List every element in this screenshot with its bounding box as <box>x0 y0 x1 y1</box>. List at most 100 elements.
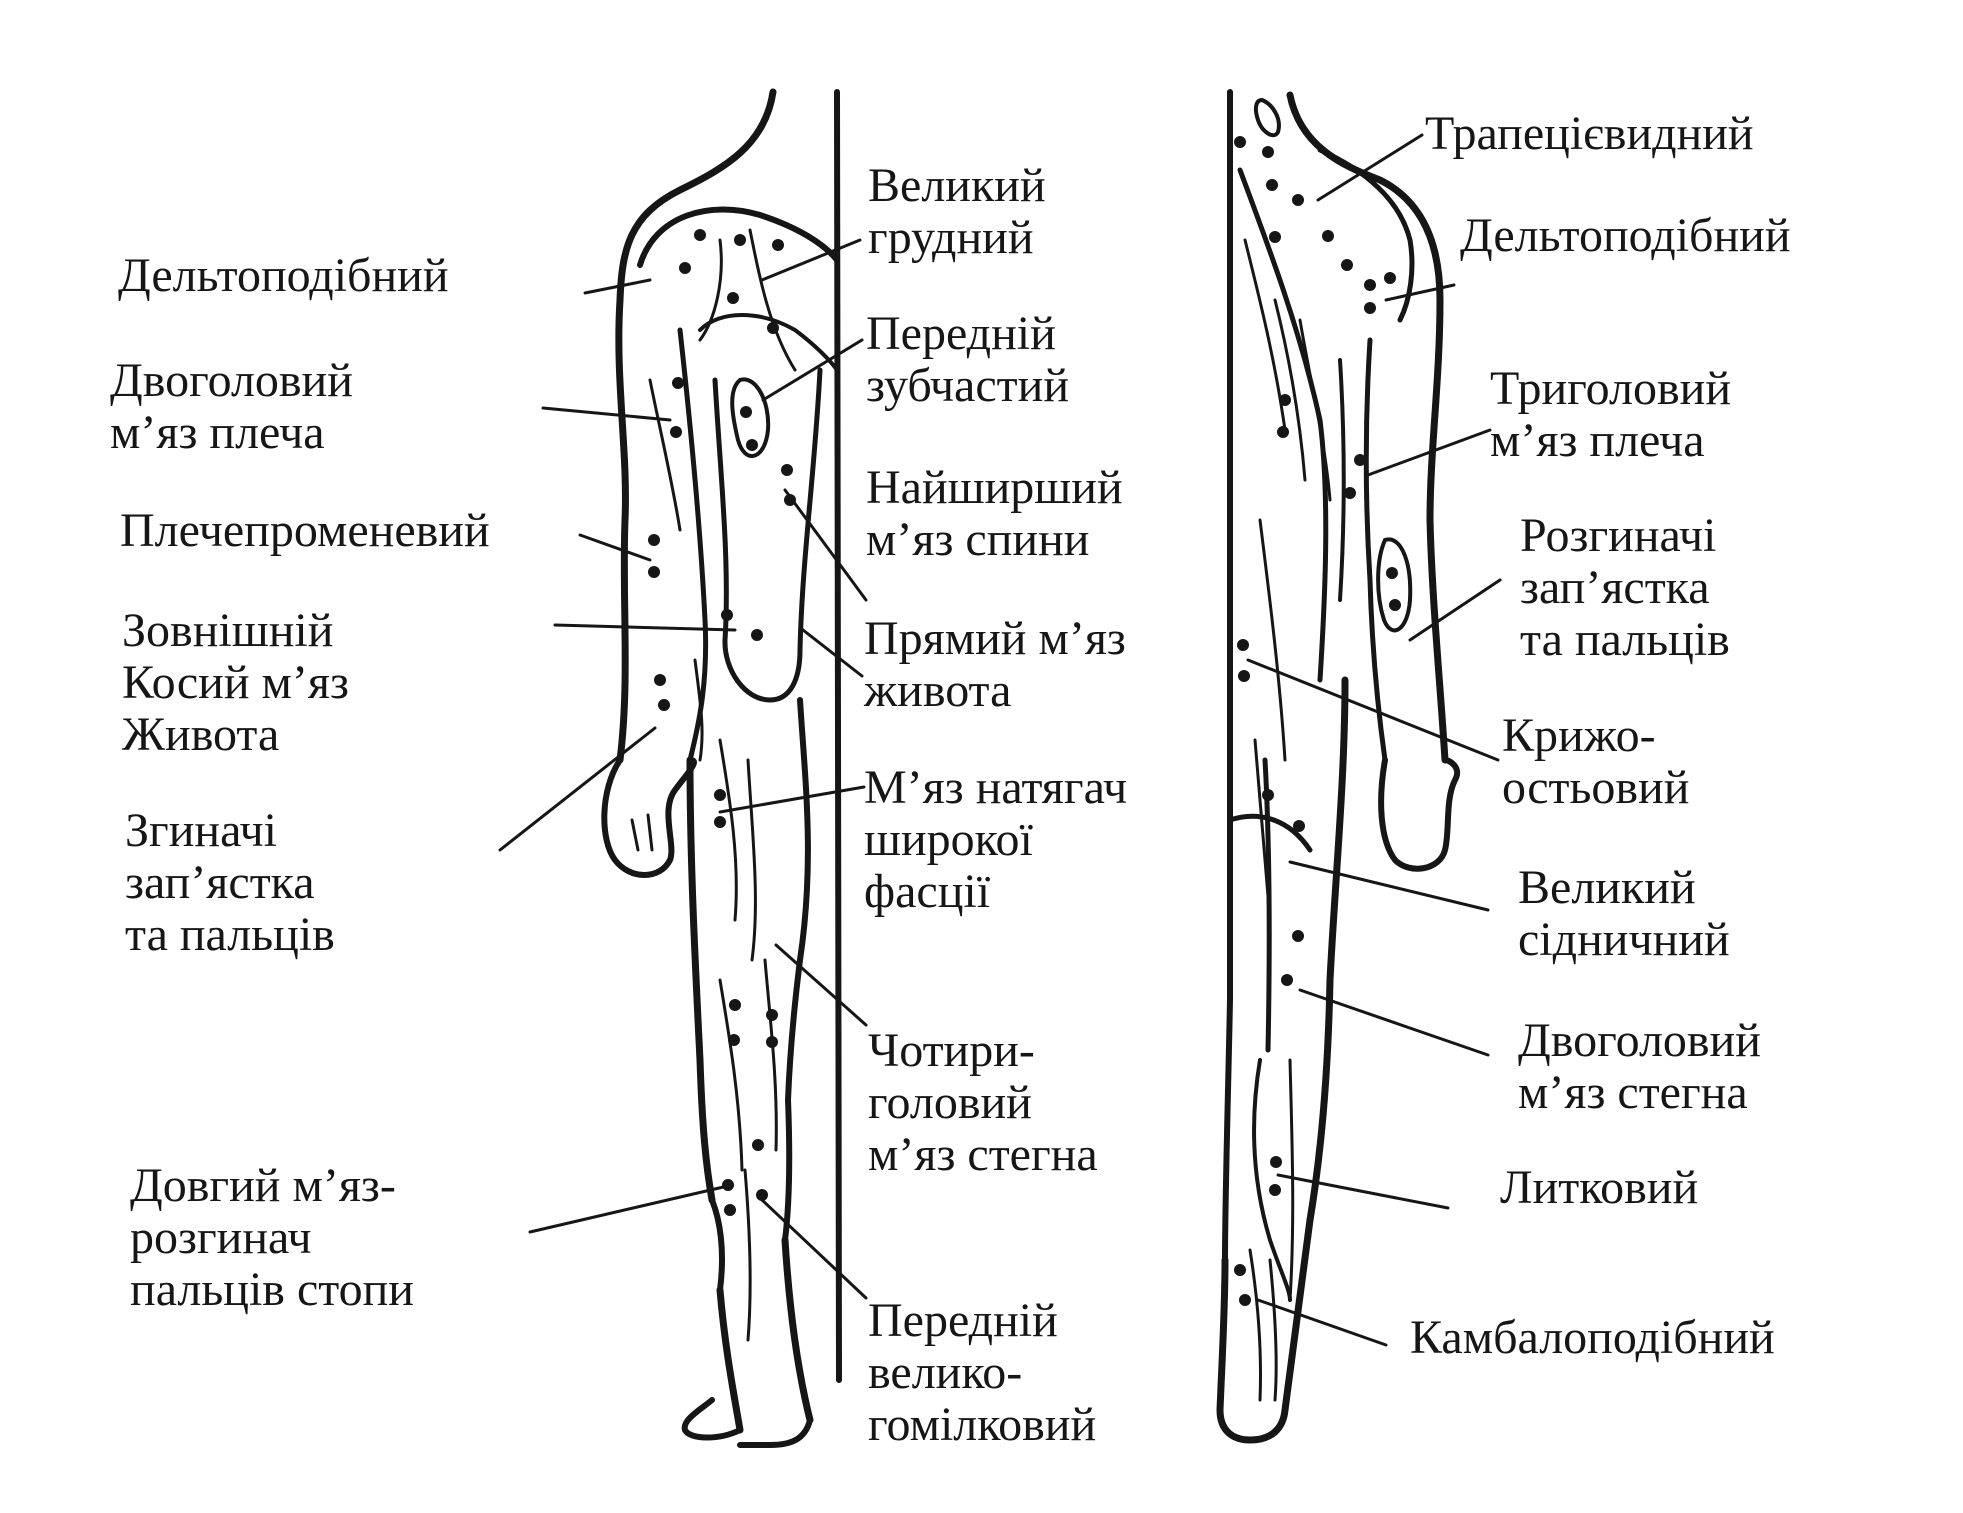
label-gluteus-maximus: Великий сідничний <box>1518 862 1730 966</box>
label-line: Розгиначі <box>1520 509 1717 562</box>
back-inner-arm-outline <box>1363 337 1388 763</box>
label-quadriceps: Чотири- головий м’яз стегна <box>868 1025 1098 1181</box>
leader-biceps-femoris <box>1298 988 1490 1057</box>
label-line: сідничний <box>1518 913 1730 966</box>
label-line: м’яз стегна <box>1518 1066 1748 1119</box>
label-sacrospinalis: Крижо- остьовий <box>1502 710 1689 814</box>
label-line: м’яз стегна <box>868 1128 1098 1181</box>
label-line: фасції <box>864 865 991 918</box>
label-extensor-digitorum-longus: Довгий м’яз- розгинач пальців стопи <box>130 1160 414 1316</box>
back-forearm-oval <box>1376 537 1413 633</box>
leader-gluteus <box>1288 860 1490 912</box>
label-line: м’яз плеча <box>110 406 325 459</box>
leader-quadriceps <box>774 943 868 1027</box>
label-line: розгинач <box>130 1211 312 1264</box>
front-muscle-lines <box>648 228 797 1342</box>
front-thigh-inner-outline <box>785 697 811 1103</box>
label-biceps-femoris: Двоголовий м’яз стегна <box>1518 1015 1761 1119</box>
front-pectoral-outline <box>698 313 839 372</box>
label-line: Чотири- <box>868 1024 1035 1077</box>
label-line: Зовнішній <box>122 604 334 657</box>
label-line: головий <box>868 1076 1032 1129</box>
label-line: Передній <box>866 307 1056 360</box>
label-line: широкої <box>864 813 1033 866</box>
label-line: м’яз спини <box>866 513 1090 566</box>
label-line: Великий <box>1518 861 1696 914</box>
label-line: Дельтоподібний <box>118 249 449 302</box>
leader-wrist-flexors <box>498 726 657 852</box>
label-wrist-flexors: Згиначі зап’ястка та пальців <box>125 805 335 961</box>
leader-tensor <box>718 785 866 814</box>
back-figure <box>1216 89 1461 1444</box>
leader-triceps <box>1366 428 1492 477</box>
label-line: остьовий <box>1502 761 1690 814</box>
front-deltoid-outline <box>637 206 840 268</box>
label-line: Довгий м’яз- <box>130 1159 396 1212</box>
label-line: Триголовий <box>1490 362 1732 415</box>
leader-serratus <box>761 338 864 402</box>
label-deltoid-front: Дельтоподібний <box>118 250 449 302</box>
leader-latissimus <box>783 488 868 602</box>
label-line: зап’ястка <box>125 856 315 909</box>
leader-deltoid-back <box>1384 283 1456 302</box>
leader-pectoralis <box>760 238 862 282</box>
label-triceps: Триголовий м’яз плеча <box>1490 363 1731 467</box>
label-line: Передній <box>868 1294 1058 1347</box>
back-latissimus-outline <box>1338 358 1346 602</box>
leader-soleus <box>1256 1298 1388 1347</box>
label-line: та пальців <box>125 908 335 961</box>
label-line: пальців стопи <box>130 1263 414 1316</box>
label-line: зубчастий <box>866 359 1070 412</box>
label-line: М’яз натягач <box>864 761 1128 814</box>
label-gastrocnemius: Литковий <box>1500 1162 1698 1214</box>
back-calf-outline <box>1252 1058 1292 1302</box>
front-finger-lines <box>630 813 654 852</box>
front-figure <box>601 88 842 1448</box>
front-foot-outline <box>681 1397 813 1448</box>
front-outer-arm-outline <box>615 296 629 764</box>
front-neck-shoulder-outline <box>616 88 777 304</box>
label-deltoid-back: Дельтоподібний <box>1460 210 1791 262</box>
label-line: Живота <box>122 708 280 761</box>
leader-external-oblique <box>553 623 737 632</box>
front-hand-outline <box>601 757 697 878</box>
front-serratus-oval <box>730 377 771 458</box>
front-knee-lines <box>709 1097 793 1293</box>
back-neck-oval <box>1253 98 1281 138</box>
leader-trapezius <box>1316 133 1424 202</box>
leader-lines <box>498 133 1502 1347</box>
label-serratus-anterior: Передній зубчастий <box>866 308 1069 412</box>
label-line: Плечепроменевий <box>120 504 490 557</box>
label-line: Дельтоподібний <box>1460 209 1791 262</box>
front-inner-arm-outline <box>677 327 709 763</box>
label-line: гомілковий <box>868 1398 1097 1451</box>
label-line: та пальців <box>1520 613 1730 666</box>
label-biceps: Двоголовий м’яз плеча <box>110 355 353 459</box>
leader-extensor-digitorum <box>528 1183 734 1234</box>
label-wrist-extensors: Розгиначі зап’ястка та пальців <box>1520 510 1730 666</box>
label-line: Трапецієвидний <box>1425 107 1754 160</box>
leader-brachioradialis <box>578 533 652 562</box>
front-thigh-outer-outline <box>686 756 716 1204</box>
front-lower-leg-outline <box>716 1236 814 1434</box>
front-motor-points <box>648 229 796 1216</box>
label-external-oblique: Зовнішній Косий м’яз Живота <box>122 605 349 761</box>
label-line: зап’ястка <box>1520 561 1710 614</box>
back-deltoid-outline <box>1317 147 1415 323</box>
label-pectoralis-major: Великий грудний <box>868 160 1046 264</box>
label-line: Прямий м’яз <box>864 612 1126 665</box>
back-motor-points <box>1234 136 1401 1306</box>
label-line: Крижо- <box>1502 709 1656 762</box>
back-thigh-outer-outline <box>1306 676 1349 1224</box>
label-line: Згиначі <box>125 804 277 857</box>
label-line: Найширший <box>866 461 1123 514</box>
back-outer-arm-outline <box>1426 296 1449 764</box>
label-line: велико- <box>868 1346 1023 1399</box>
back-muscle-lines <box>1243 238 1332 1402</box>
leader-sacrospinalis <box>1246 658 1500 762</box>
label-line: грудний <box>868 211 1034 264</box>
label-rectus-abdominis: Прямий м’яз живота <box>864 613 1126 717</box>
label-line: Двоголовий <box>110 354 353 407</box>
